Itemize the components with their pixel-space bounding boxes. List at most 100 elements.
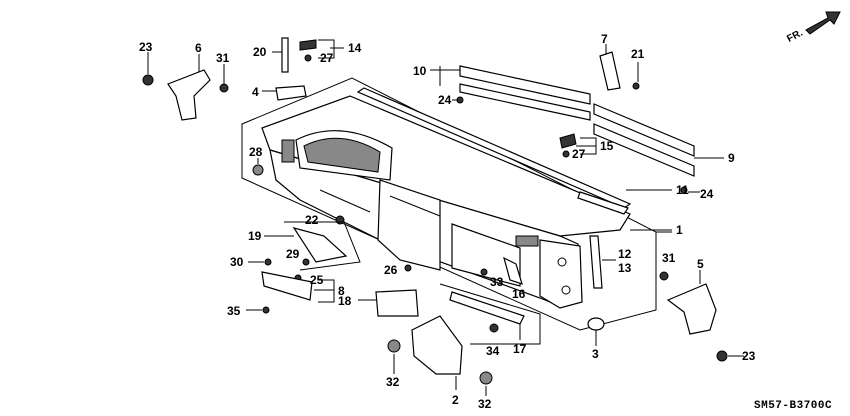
bracket-line-8 <box>318 279 335 303</box>
clip-24-right <box>680 186 688 194</box>
bracket-line-15 <box>580 137 597 155</box>
front-arrow-icon <box>805 11 841 35</box>
nut-23-left <box>142 74 154 86</box>
bolt-31-left <box>219 83 229 93</box>
callout-32a: 32 <box>386 375 400 389</box>
callout-7: 7 <box>601 32 608 46</box>
callout-numbers: 1 2 3 4 5 6 7 8 9 10 11 12 13 14 15 16 1… <box>139 32 756 411</box>
callout-2: 2 <box>452 393 459 407</box>
callout-31a: 31 <box>216 51 230 65</box>
callout-29: 29 <box>286 247 300 261</box>
clip-27-right <box>562 150 570 158</box>
clip-14 <box>299 39 317 51</box>
bracket-5 <box>666 283 717 335</box>
callout-26: 26 <box>384 263 398 277</box>
right-vent-opening <box>515 235 539 247</box>
bolt-31-right <box>659 271 669 281</box>
front-label: FR. <box>785 27 805 44</box>
callout-21: 21 <box>631 47 645 61</box>
callout-10: 10 <box>413 64 427 78</box>
bracket-16 <box>503 256 523 285</box>
bolt-32-left <box>387 339 401 353</box>
callout-17: 17 <box>513 342 527 356</box>
callout-23a: 23 <box>139 40 153 54</box>
clip-29 <box>302 258 310 266</box>
fastener-parts <box>142 37 728 385</box>
bracket-line-14 <box>318 39 335 59</box>
callout-27b: 27 <box>572 147 586 161</box>
callout-11: 11 <box>676 183 689 197</box>
clip-27-top <box>304 54 312 62</box>
callout-1: 1 <box>676 223 683 237</box>
brace-2 <box>411 315 463 375</box>
vent-strip-10-lower <box>459 83 591 121</box>
bolt-32-right <box>479 371 493 385</box>
defroster-strip <box>356 87 632 209</box>
callout-brackets <box>284 39 672 345</box>
callout-33: 33 <box>490 275 504 289</box>
upper-vent-strips <box>459 65 695 177</box>
screw-20 <box>281 37 289 73</box>
vent-strip-9-lower <box>593 123 695 177</box>
bracket-7 <box>599 51 621 91</box>
callout-20: 20 <box>253 45 267 59</box>
bracket-line-19 <box>284 221 361 271</box>
front-direction-indicator: FR. <box>785 11 841 45</box>
clip-15 <box>559 133 577 149</box>
callout-24b: 24 <box>700 187 714 201</box>
seal-12 <box>589 235 603 289</box>
center-console-opening <box>377 179 441 271</box>
callout-35: 35 <box>227 304 241 318</box>
callout-8: 8 <box>338 284 345 298</box>
trim-11 <box>577 191 629 215</box>
callout-30: 30 <box>230 255 244 269</box>
callout-9: 9 <box>728 151 735 165</box>
screw-22 <box>335 215 345 225</box>
bracket-19 <box>292 227 348 263</box>
dashboard-frame-outline <box>241 77 657 331</box>
callout-4: 4 <box>252 85 259 99</box>
callout-19: 19 <box>248 229 262 243</box>
callout-32b: 32 <box>478 397 492 411</box>
clip-21 <box>632 82 640 90</box>
callout-5: 5 <box>697 257 704 271</box>
callout-24a: 24 <box>438 93 452 107</box>
clip-28 <box>252 164 264 176</box>
callout-27a: 27 <box>320 51 334 65</box>
callout-3: 3 <box>592 347 599 361</box>
dashboard-assembly-drawing <box>241 77 657 331</box>
screw-35 <box>262 306 270 314</box>
drawing-code: SM57-B3700C <box>754 400 832 412</box>
vent-strip-9-upper <box>593 103 695 157</box>
left-vent-opening <box>281 139 295 163</box>
dash-detail-line-2 <box>389 195 441 217</box>
vent-18 <box>375 289 419 317</box>
bolt-34 <box>489 323 499 333</box>
dashboard-end-cap <box>539 239 583 309</box>
callout-18: 18 <box>338 294 352 308</box>
callout-13: 13 <box>618 261 632 275</box>
callout-25: 25 <box>310 273 324 287</box>
plug-3 <box>587 317 605 331</box>
callout-22: 22 <box>305 213 319 227</box>
callout-31b: 31 <box>662 251 676 265</box>
callout-34: 34 <box>486 344 500 358</box>
callout-12: 12 <box>618 247 632 261</box>
dash-detail-line-1 <box>319 189 371 213</box>
callout-14: 14 <box>348 41 362 55</box>
bracket-6 <box>167 69 211 121</box>
gauge-opening <box>303 137 381 173</box>
pad-4 <box>275 85 307 101</box>
screw-33 <box>480 268 488 276</box>
glovebox-opening <box>451 223 521 287</box>
screw-30 <box>264 258 272 266</box>
callout-15: 15 <box>600 139 614 153</box>
callout-23b: 23 <box>742 349 756 363</box>
callout-16: 16 <box>512 287 526 301</box>
clip-26 <box>404 264 412 272</box>
callout-28: 28 <box>249 145 263 159</box>
leader-lines <box>147 44 744 396</box>
vent-strip-10-upper <box>459 65 591 105</box>
lid-8 <box>261 271 313 301</box>
